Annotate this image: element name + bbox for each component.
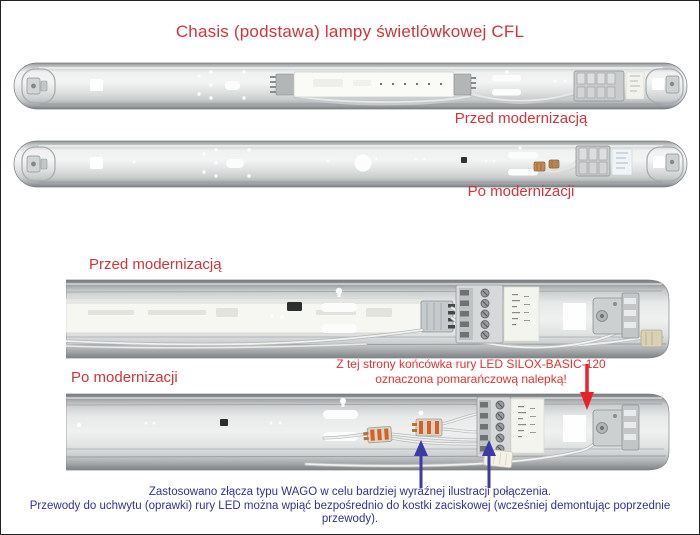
- led-tube-annotation-line1: Z tej strony końcówka rury LED SILOX-BAS…: [336, 357, 606, 371]
- mounting-hole: [90, 157, 103, 169]
- terminal-sticker: [503, 286, 540, 342]
- end-cap-right: [646, 146, 684, 182]
- led-tube-annotation: Z tej strony końcówka rury LED SILOX-BAS…: [321, 357, 621, 386]
- label-after-closeup: Po modernizacji: [71, 369, 178, 386]
- lampholder-hole: [563, 303, 586, 330]
- red-down-arrow: [580, 364, 594, 410]
- blue-up-arrow-right: [482, 440, 496, 488]
- terminal-sticker: [510, 398, 545, 454]
- lamp-holder: [592, 404, 640, 451]
- keyhole-slots-center: [492, 70, 567, 96]
- keyhole-mount: [270, 287, 357, 333]
- terminal-sticker: [611, 148, 633, 176]
- led-tube-annotation-line2: oznaczona pomarańczową nalepką!: [375, 371, 567, 386]
- terminal-sticker: [625, 71, 645, 100]
- photo-chassis-full-after: [13, 140, 688, 188]
- label-after-top: Po modernizacji: [467, 183, 575, 200]
- ballast-unit: [66, 298, 424, 334]
- ballast-connector: [420, 300, 455, 333]
- wago-connector-left: [363, 426, 393, 444]
- lampholder-hole: [563, 415, 586, 442]
- wire-connectors: [533, 159, 577, 173]
- page-title: Chasis (podstawa) lampy świetlówkowej CF…: [175, 22, 525, 41]
- terminal-block: [573, 70, 625, 102]
- terminal-block: [455, 284, 504, 344]
- wago-connector-right: [412, 418, 443, 437]
- rivet: [220, 419, 228, 426]
- cable-clamp: [640, 329, 663, 348]
- terminal-block: [476, 396, 512, 458]
- photo-chassis-full-before: [13, 62, 688, 110]
- label-before-top: Przed modernizacją: [454, 110, 588, 127]
- mounting-hole: [90, 79, 103, 91]
- bottom-caption: Zastosowano złącza typu WAGO w celu bard…: [1, 486, 699, 527]
- blue-up-arrow-left: [414, 440, 428, 488]
- ballast-unit: [270, 71, 576, 106]
- end-cap-left: [21, 146, 56, 182]
- lamp-holder: [592, 292, 640, 339]
- small-holes: [374, 146, 538, 176]
- end-cap-left: [21, 68, 56, 104]
- photo-chassis-closeup-after: [66, 393, 670, 471]
- punch-holes: [76, 410, 424, 428]
- label-before-closeup: Przed modernizacją: [89, 256, 222, 273]
- large-round-hole: [354, 154, 372, 172]
- end-cap-right: [645, 68, 684, 104]
- punch-hole-cluster: [132, 148, 330, 178]
- terminal-block: [575, 145, 611, 177]
- bottom-caption-line1: Zastosowano złącza typu WAGO w celu bard…: [148, 486, 552, 498]
- bottom-caption-line2: Przewody do uchwytu (oprawki) rury LED m…: [29, 499, 671, 526]
- photo-chassis-closeup-before: [66, 279, 670, 359]
